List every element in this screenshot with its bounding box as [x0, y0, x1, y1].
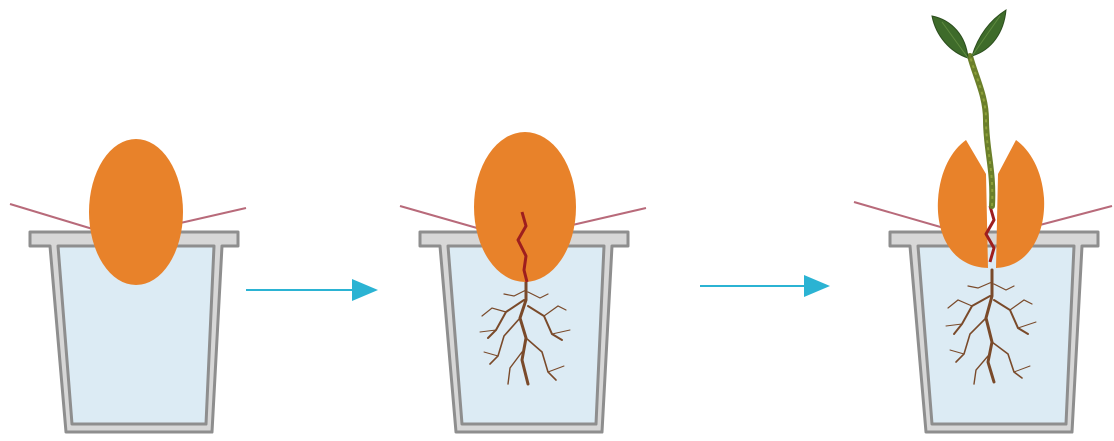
toothpick-right [176, 208, 246, 224]
stage-2-seed-roots [400, 132, 646, 432]
arrow-2 [700, 275, 830, 297]
toothpick-left [400, 206, 484, 230]
seed [89, 139, 183, 285]
toothpick-left [854, 202, 944, 228]
leaf-left [932, 16, 968, 58]
toothpick-right [568, 208, 646, 226]
stage-1-seed-in-water [10, 139, 246, 432]
water [910, 247, 1078, 427]
stage-3-seedling [854, 10, 1112, 432]
arrow-1 [246, 279, 378, 301]
toothpick-right [1036, 206, 1112, 226]
toothpick-left [10, 204, 96, 230]
